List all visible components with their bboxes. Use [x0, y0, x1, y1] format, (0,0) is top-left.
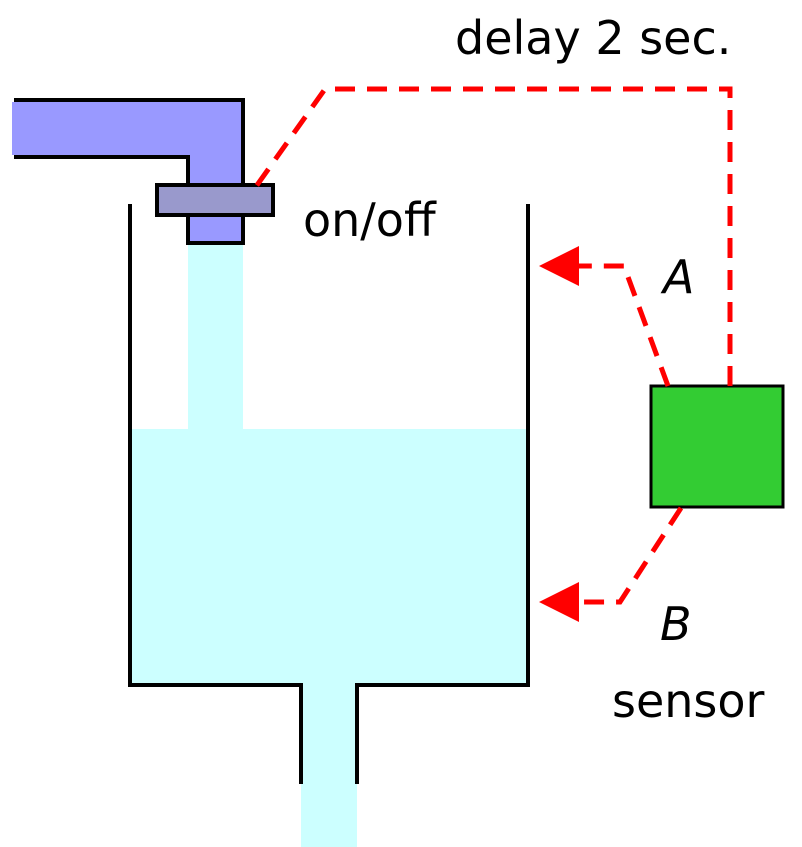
outflow-stream	[301, 685, 357, 847]
delay-signal-line	[252, 86, 733, 386]
valve	[155, 183, 275, 217]
valve-label: on/off	[303, 193, 437, 247]
delay-label: delay 2 sec.	[455, 11, 731, 65]
inflow-stream	[188, 244, 243, 430]
sensor-label: sensor	[612, 674, 765, 728]
sensor-line-b	[539, 506, 684, 622]
tank-outline-right	[355, 204, 530, 784]
sensor-box	[649, 384, 785, 509]
faucet-pipe	[14, 98, 245, 245]
sensor-line-a	[539, 246, 671, 387]
tank-water	[130, 429, 528, 685]
level-b-label: B	[660, 597, 692, 651]
tank-outline	[128, 204, 303, 784]
level-a-label: A	[660, 250, 694, 304]
